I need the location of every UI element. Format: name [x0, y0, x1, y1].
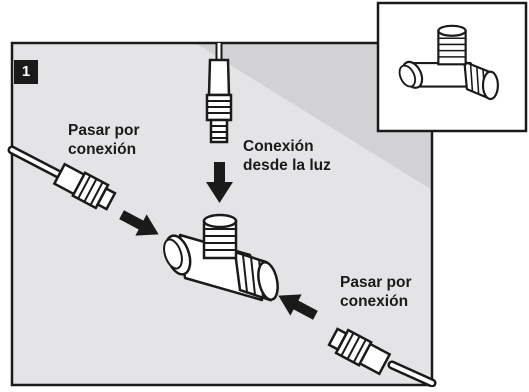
label-line: Pasar por	[340, 274, 412, 291]
label-line: desde la luz	[243, 157, 331, 174]
top-plug	[205, 43, 233, 144]
left-plug	[7, 145, 117, 211]
step-number-badge: 1	[14, 60, 38, 84]
t-connector-icon	[398, 24, 499, 101]
arrow-right-icon	[119, 210, 159, 236]
inset-box	[376, 1, 528, 133]
label-line: Pasar por	[68, 122, 140, 139]
label-pass-through-right: Pasar por conexión	[340, 273, 412, 311]
panel-shade	[195, 43, 432, 190]
t-connector	[163, 213, 279, 302]
label-from-light: Conexión desde la luz	[243, 137, 331, 175]
label-pass-through-left: Pasar por conexión	[68, 121, 140, 159]
arrow-left-icon	[278, 294, 318, 320]
arrow-down-icon	[206, 162, 233, 203]
label-line: conexión	[340, 293, 409, 310]
label-line: Conexión	[243, 138, 314, 155]
right-plug	[327, 327, 437, 388]
label-line: conexión	[68, 141, 137, 158]
